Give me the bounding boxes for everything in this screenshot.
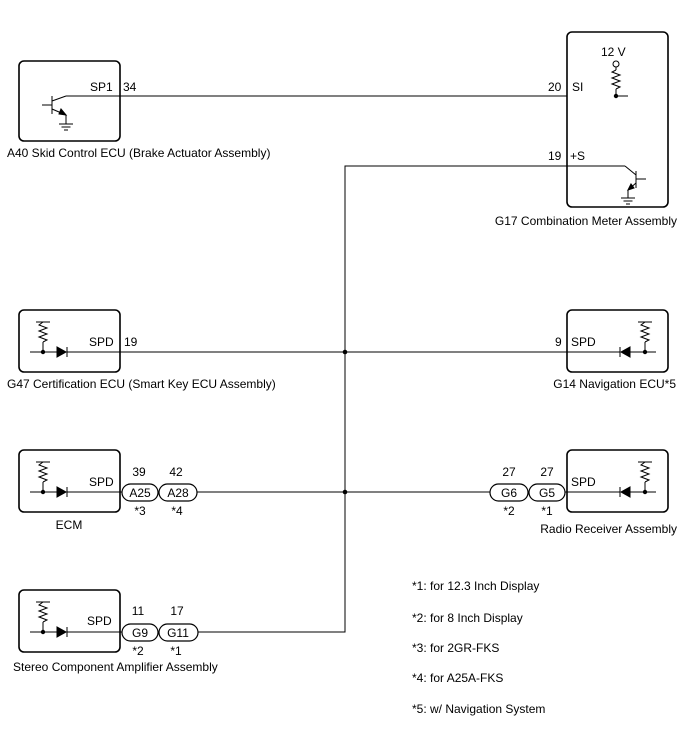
- connector-label: A28: [167, 486, 189, 500]
- pin-name: SP1: [90, 80, 113, 94]
- pin-number: 34: [123, 80, 137, 94]
- connector-label: A25: [129, 486, 151, 500]
- module-g14: 9 SPD G14 Navigation ECU*5: [553, 309, 676, 391]
- module-caption: G47 Certification ECU (Smart Key ECU Ass…: [7, 377, 276, 391]
- connector-note: *1: [170, 644, 182, 658]
- junction-dot: [342, 489, 348, 495]
- pin-number: 19: [548, 149, 562, 163]
- transistor-icon: [42, 95, 120, 124]
- pullup-resistor-icon: [610, 60, 628, 97]
- module-caption: Radio Receiver Assembly: [540, 522, 677, 536]
- junction-dot: [342, 349, 348, 355]
- connector-label: G9: [132, 626, 148, 640]
- connector-label: G11: [167, 626, 189, 640]
- pin-number: 42: [169, 465, 183, 479]
- pin-name: SPD: [571, 475, 596, 489]
- ground-icon: [621, 197, 635, 205]
- notes-legend: *1: for 12.3 Inch Display *2: for 8 Inch…: [412, 579, 545, 716]
- module-box: [18, 60, 121, 142]
- module-caption: Stereo Component Amplifier Assembly: [13, 660, 218, 674]
- diode-icon: [567, 486, 656, 498]
- connector-note: *2: [503, 504, 515, 518]
- pullup-resistor-icon: [36, 601, 50, 632]
- module-caption: G17 Combination Meter Assembly: [495, 214, 677, 228]
- connector-g5: [528, 483, 566, 502]
- module-box: [566, 31, 669, 208]
- pin-name: SPD: [89, 475, 114, 489]
- module-caption: A40 Skid Control ECU (Brake Actuator Ass…: [7, 146, 270, 160]
- supply-voltage-label: 12 V: [601, 45, 626, 59]
- note-item: *5: w/ Navigation System: [412, 702, 545, 716]
- pin-name: SPD: [87, 614, 112, 628]
- note-item: *3: for 2GR-FKS: [412, 641, 499, 655]
- junction-dot: [613, 93, 619, 99]
- pullup-resistor-icon: [638, 321, 652, 352]
- module-ecm: SPD ECM A25 A28 39 42 *3 *4: [18, 449, 198, 532]
- note-item: *4: for A25A-FKS: [412, 671, 503, 685]
- diode-icon: [30, 346, 120, 358]
- pin-number: 19: [124, 335, 138, 349]
- pin-number: 9: [555, 335, 562, 349]
- note-item: *1: for 12.3 Inch Display: [412, 579, 539, 593]
- note-item: *2: for 8 Inch Display: [412, 611, 523, 625]
- connector-a25: [121, 483, 159, 502]
- pullup-resistor-icon: [36, 321, 50, 352]
- connector-note: *1: [541, 504, 553, 518]
- pin-number: 17: [170, 604, 184, 618]
- pin-name: SI: [572, 80, 583, 94]
- wire-speed-bus: [198, 165, 567, 633]
- connector-note: *3: [134, 504, 146, 518]
- connector-g9: [121, 623, 159, 642]
- module-box: [566, 449, 669, 513]
- diode-icon: [30, 486, 120, 498]
- pin-number: 11: [132, 604, 145, 618]
- connector-a28: [158, 483, 198, 502]
- pin-name: SPD: [89, 335, 114, 349]
- transistor-icon: [567, 165, 646, 198]
- pin-number: 27: [502, 465, 516, 479]
- module-stereo-amplifier: SPD Stereo Component Amplifier Assembly …: [13, 589, 218, 674]
- connector-g6: [489, 483, 529, 502]
- module-box: [18, 309, 121, 373]
- module-radio-receiver: SPD Radio Receiver Assembly G6 G5 27 27 …: [489, 449, 677, 536]
- module-g47: SPD 19 G47 Certification ECU (Smart Key …: [7, 309, 276, 391]
- pin-number: 20: [548, 80, 562, 94]
- pin-name: +S: [570, 149, 585, 163]
- ground-icon: [59, 123, 73, 131]
- module-g17: 12 V 20 SI 19 +S G17 Combination Meter A: [495, 31, 677, 228]
- module-a40: SP1 34 A40 Skid Control ECU (Brake Actua…: [7, 60, 270, 160]
- diode-icon: [30, 626, 120, 638]
- module-caption: G14 Navigation ECU*5: [553, 377, 676, 391]
- pin-number: 27: [540, 465, 554, 479]
- module-box: [566, 309, 669, 373]
- pullup-resistor-icon: [638, 461, 652, 492]
- connector-label: G6: [501, 486, 517, 500]
- connector-note: *4: [171, 504, 183, 518]
- module-caption: ECM: [56, 518, 83, 532]
- pullup-resistor-icon: [36, 461, 50, 492]
- wires: [120, 95, 567, 633]
- diode-icon: [567, 346, 656, 358]
- module-box: [18, 449, 121, 513]
- connector-label: G5: [539, 486, 555, 500]
- connector-g11: [158, 623, 199, 642]
- module-box: [18, 589, 121, 653]
- pin-number: 39: [132, 465, 146, 479]
- pin-name: SPD: [571, 335, 596, 349]
- connector-note: *2: [132, 644, 144, 658]
